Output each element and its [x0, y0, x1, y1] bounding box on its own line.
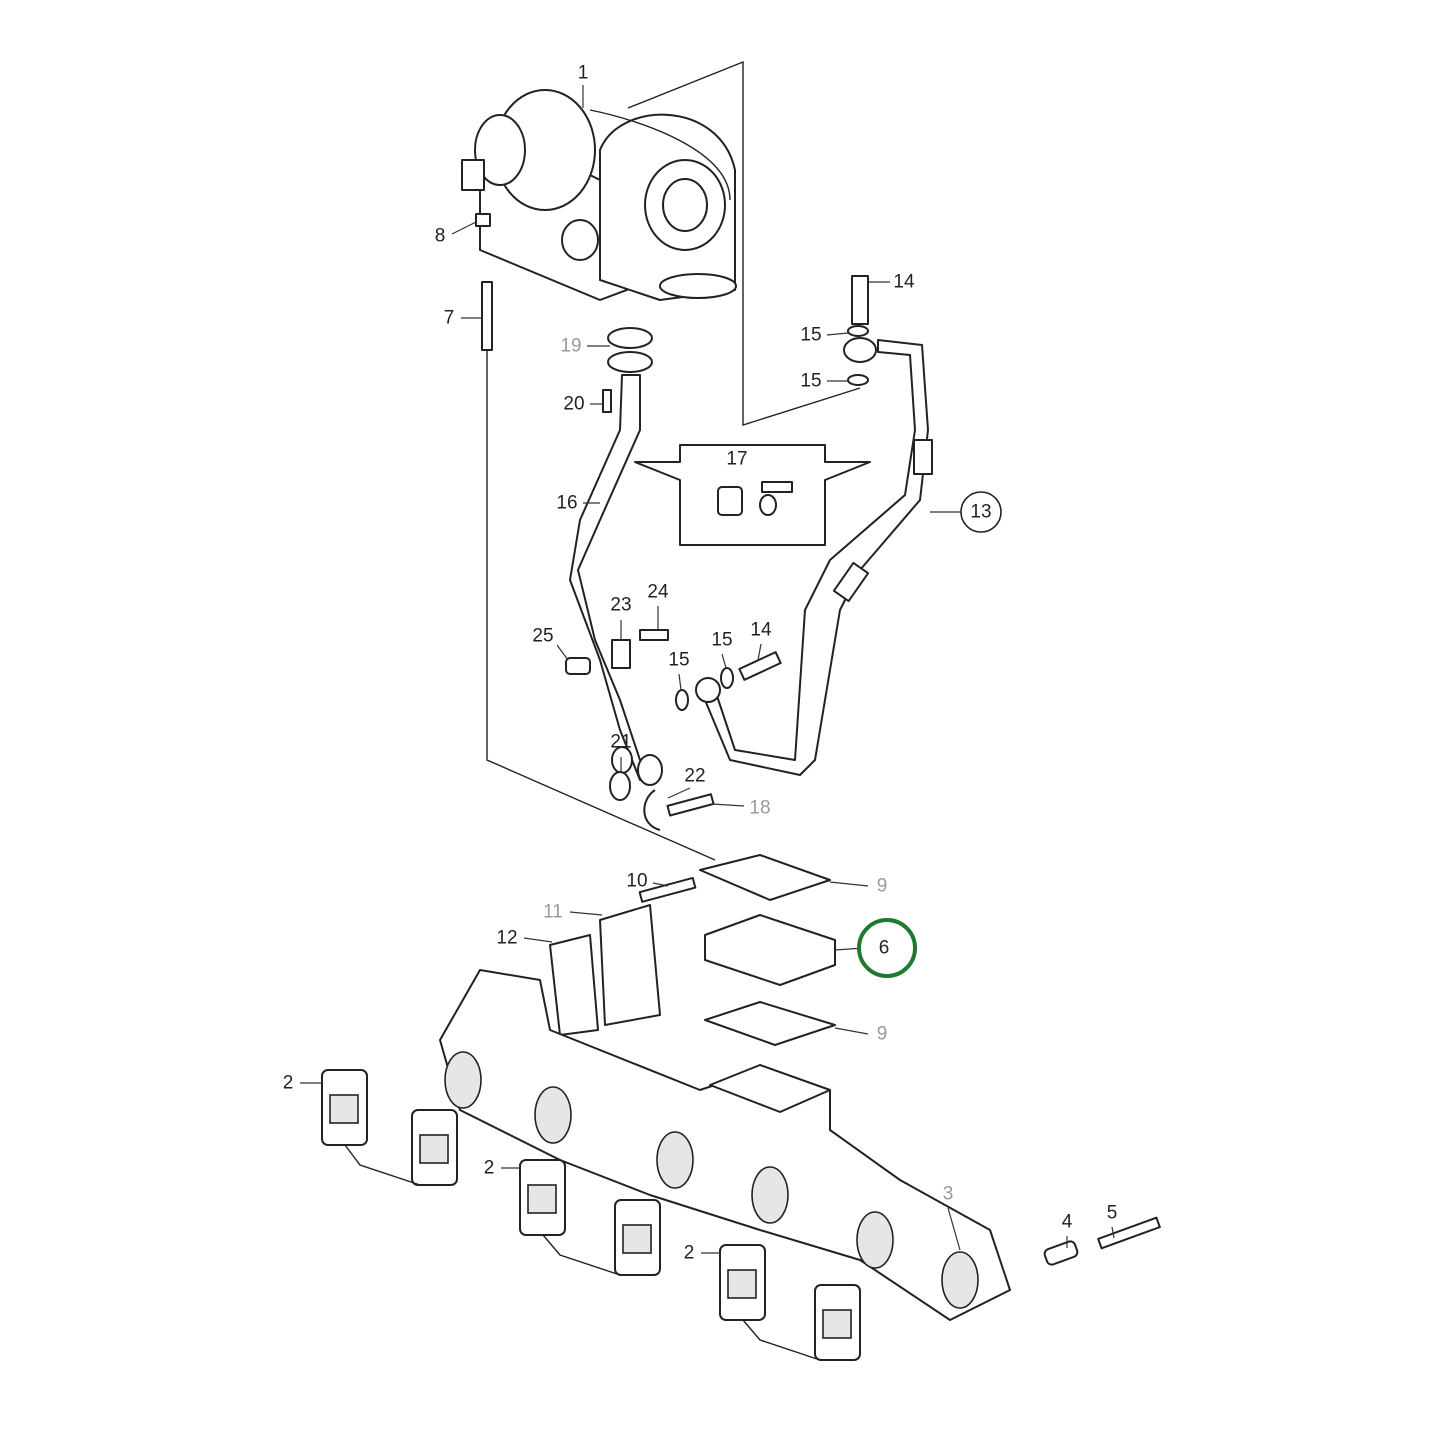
callout-1[interactable]: 1 [578, 63, 589, 84]
bolt-part-10 [638, 876, 697, 903]
exhaust-manifold-part-3 [439, 969, 1011, 1321]
callout-15[interactable]: 15 [800, 371, 821, 392]
clamp-part-22 [643, 789, 661, 831]
callout-16[interactable]: 16 [556, 493, 577, 514]
detail-box-17 [634, 444, 871, 546]
spacer-part-6 [704, 914, 836, 986]
gasket-part-12 [549, 934, 599, 1036]
bolt-part-18 [666, 793, 715, 817]
banjo-bolt-part-14 [738, 651, 782, 681]
callout-15[interactable]: 15 [711, 630, 732, 651]
gasket-part-2 [519, 1159, 661, 1276]
oil-feed-pipe-part-13 [695, 337, 933, 776]
callout-9[interactable]: 9 [877, 1024, 888, 1045]
callout-15[interactable]: 15 [800, 325, 821, 346]
highlight-circle-6 [857, 918, 917, 978]
o-ring-part-21 [609, 771, 631, 801]
callout-3[interactable]: 3 [943, 1184, 954, 1205]
callout-6-highlighted[interactable]: 6 [879, 938, 890, 959]
leader-lines [300, 85, 1115, 1254]
callout-2[interactable]: 2 [283, 1073, 294, 1094]
bolt-part-5 [1097, 1216, 1161, 1250]
callout-2[interactable]: 2 [484, 1158, 495, 1179]
washer-part-15 [847, 374, 869, 386]
callout-14[interactable]: 14 [893, 272, 915, 293]
callout-12[interactable]: 12 [496, 928, 517, 949]
callout-7[interactable]: 7 [444, 308, 455, 329]
callout-25[interactable]: 25 [532, 626, 553, 647]
cover-part-11 [599, 904, 661, 1026]
stud-part-7 [481, 281, 493, 351]
callout-circle-13 [960, 491, 1002, 533]
callout-8[interactable]: 8 [435, 226, 446, 247]
callout-18[interactable]: 18 [749, 798, 770, 819]
callout-5[interactable]: 5 [1107, 1203, 1118, 1224]
callout-labels: 1 8 7 19 20 14 15 15 17 16 13 24 23 25 1… [283, 63, 1118, 1264]
bolt-part-20 [602, 389, 612, 413]
callout-15[interactable]: 15 [668, 650, 689, 671]
callout-21[interactable]: 21 [610, 732, 631, 753]
clamp-part-23 [611, 639, 631, 669]
callout-24[interactable]: 24 [647, 582, 669, 603]
callout-14[interactable]: 14 [750, 620, 772, 641]
sleeve-part-25 [565, 657, 591, 675]
sleeve-part-4 [1043, 1240, 1079, 1266]
washer-part-15 [847, 325, 869, 337]
gasket-part-2 [719, 1244, 861, 1361]
gasket-part-9 [699, 854, 831, 901]
callout-13[interactable]: 13 [970, 502, 991, 523]
gasket-part-9 [704, 1001, 836, 1046]
callout-10[interactable]: 10 [626, 871, 647, 892]
washer-part-15 [720, 667, 734, 689]
callout-22[interactable]: 22 [684, 766, 705, 787]
banjo-bolt-part-14 [851, 275, 869, 325]
reference-lines [486, 60, 861, 861]
callout-23[interactable]: 23 [610, 595, 631, 616]
callout-19[interactable]: 19 [560, 336, 581, 357]
nut-part-8 [475, 213, 491, 227]
bolt-part-24 [639, 629, 669, 641]
callout-20[interactable]: 20 [563, 394, 584, 415]
gasket-part-2 [321, 1069, 458, 1186]
turbocharger-part-1 [461, 89, 737, 301]
callout-11[interactable]: 11 [543, 902, 563, 923]
callout-4[interactable]: 4 [1062, 1212, 1073, 1233]
callout-17[interactable]: 17 [726, 449, 747, 470]
callout-2[interactable]: 2 [684, 1243, 695, 1264]
washer-part-15 [675, 689, 689, 711]
callout-9[interactable]: 9 [877, 876, 888, 897]
